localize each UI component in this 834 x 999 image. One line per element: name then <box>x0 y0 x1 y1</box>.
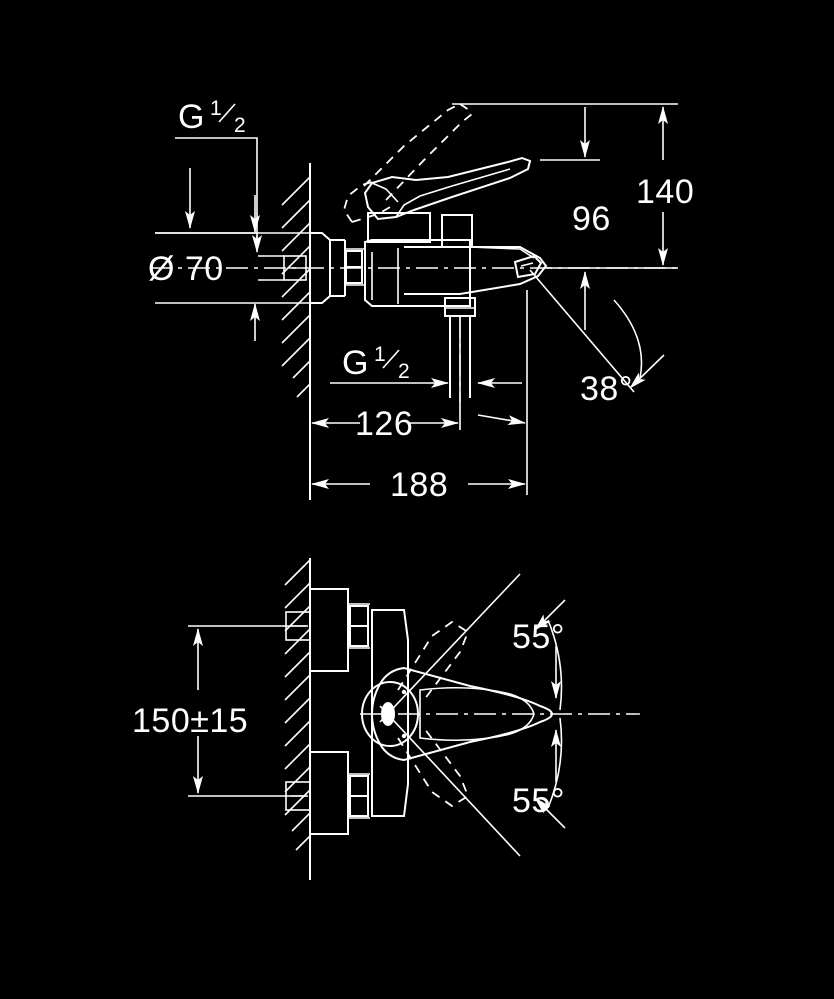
side-elevation-view: G 1 2 Ø 70 96 140 <box>148 97 694 504</box>
union-nut-lower-bottom <box>349 795 369 817</box>
dim-angle-38: 38° <box>529 269 665 408</box>
plan-view: 55° 55° 150±15 <box>132 558 640 880</box>
thread-lower-denominator: 2 <box>398 360 410 383</box>
dim-centre-distance-150: 150±15 <box>132 625 308 797</box>
dim-height-96: 96 <box>452 103 611 330</box>
thread-upper-label: G <box>178 98 205 136</box>
escutcheon-plan-upper <box>285 588 370 672</box>
escutcheon-plan-lower <box>285 751 370 835</box>
thread-upper-numerator: 1 <box>210 97 222 120</box>
dim-depth-126: 126 <box>309 316 526 500</box>
depth-126-label: 126 <box>355 405 413 443</box>
dim-diameter-70: Ø 70 <box>148 195 310 341</box>
swivel-lower-label: 55° <box>512 782 565 820</box>
swivel-upper-label: 55° <box>512 618 565 656</box>
diverter-knob <box>441 214 473 248</box>
mixer-body-side <box>364 212 471 307</box>
dim-height-140: 140 <box>546 103 694 269</box>
dim-depth-188: 188 <box>311 290 528 504</box>
height-96-label: 96 <box>572 200 611 238</box>
union-nut-lower-top <box>349 775 369 797</box>
height-140-label: 140 <box>636 173 694 211</box>
lever-handle-plan <box>361 666 554 762</box>
depth-188-label: 188 <box>390 466 448 504</box>
wall-section-plan <box>284 558 311 880</box>
angle-38-label: 38° <box>580 370 633 408</box>
thread-lower-numerator: 1 <box>374 343 386 366</box>
inlet-union-nut <box>344 248 364 286</box>
dim-swivel-lower: 55° <box>379 705 566 857</box>
wall-thread-nipple <box>258 255 307 281</box>
centre-distance-label: 150±15 <box>132 702 248 740</box>
wall-section <box>281 163 311 500</box>
lever-pivot-boss <box>361 681 419 747</box>
dim-swivel-upper: 55° <box>379 573 566 723</box>
thread-lower-label: G <box>342 344 369 382</box>
dim-thread-upper: G 1 2 <box>155 97 262 253</box>
diameter-label: Ø 70 <box>148 250 224 288</box>
union-nut-upper-bottom <box>349 625 369 647</box>
dim-thread-lower: G 1 2 <box>330 343 522 388</box>
union-nut-upper-top <box>349 605 369 627</box>
wall-hatching-plan <box>284 559 311 851</box>
wall-hatching <box>281 176 311 398</box>
lever-handle-raised-ghost <box>343 103 473 223</box>
lever-ghost-positions <box>397 620 470 808</box>
lever-handle-side <box>363 156 532 221</box>
thread-upper-denominator: 2 <box>234 114 246 137</box>
spout-side <box>404 246 548 295</box>
